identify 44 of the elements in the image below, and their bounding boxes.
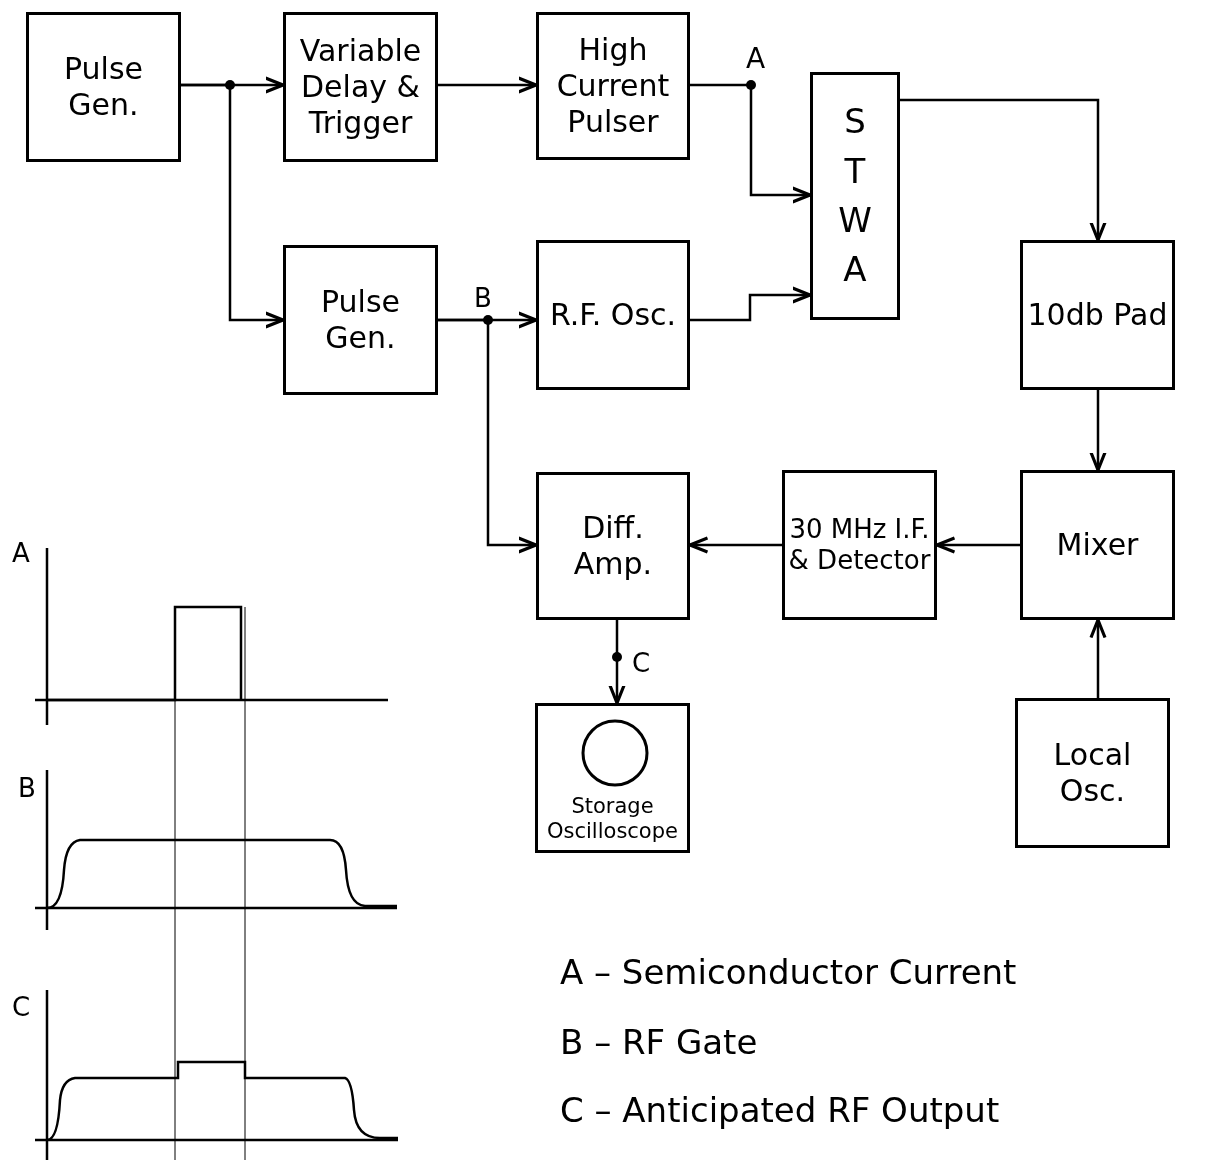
arrow xyxy=(900,98,1107,242)
block-label: Pulse Gen. xyxy=(63,51,144,123)
block-label: Mixer xyxy=(1056,527,1139,563)
arrow xyxy=(688,536,782,554)
block-box xyxy=(536,240,690,390)
block-label: STWA xyxy=(838,100,872,292)
block-box xyxy=(782,470,937,620)
block-box xyxy=(535,703,690,853)
key-text: A – Semiconductor Current xyxy=(560,952,1017,992)
block-label: High Current Pulser xyxy=(555,32,671,140)
block-box xyxy=(1015,698,1170,848)
block-box xyxy=(1020,470,1175,620)
block-box xyxy=(26,12,181,162)
arrow xyxy=(1089,618,1107,698)
block-label: Diff. Amp. xyxy=(572,510,654,582)
block-box xyxy=(536,12,690,160)
block-label: Variable Delay & Trigger xyxy=(298,33,423,141)
block-label: R.F. Osc. xyxy=(549,297,677,333)
arrow xyxy=(1089,390,1107,472)
arrow xyxy=(690,286,812,322)
block-box xyxy=(536,472,690,620)
block-box xyxy=(1020,240,1175,390)
block-label: Pulse Gen. xyxy=(320,284,401,356)
block-label: Local Osc. xyxy=(1052,737,1133,809)
junction-label: C xyxy=(632,648,651,678)
arrow xyxy=(181,83,285,329)
block-label: Storage Oscilloscope xyxy=(546,793,679,844)
arrow xyxy=(608,620,626,705)
block-label: 30 MHz I.F. & Detector xyxy=(787,513,932,577)
junction-label: A xyxy=(746,42,766,75)
trace-label: C xyxy=(12,992,31,1022)
block-box xyxy=(283,12,438,162)
key-text: B – RF Gate xyxy=(560,1022,758,1062)
trace-label: A xyxy=(12,538,30,568)
arrow xyxy=(690,83,812,204)
trace-label: B xyxy=(18,773,36,803)
junction-label: B xyxy=(474,283,492,313)
arrow xyxy=(438,318,538,554)
arrow xyxy=(438,76,538,94)
block-label: 10db Pad xyxy=(1027,297,1168,333)
block-box xyxy=(283,245,438,395)
arrow xyxy=(935,536,1020,554)
key-text: C – Anticipated RF Output xyxy=(560,1090,1000,1130)
block-box xyxy=(810,72,900,320)
